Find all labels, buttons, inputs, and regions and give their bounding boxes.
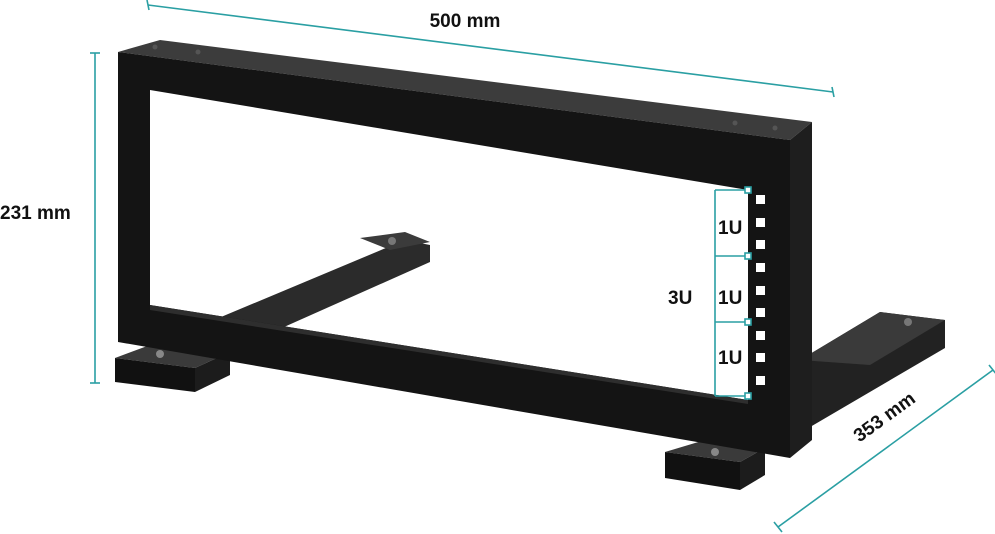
width-label: 500 mm — [430, 11, 501, 32]
depth-dimension-line — [777, 369, 994, 528]
total-units-label: 3U — [668, 288, 692, 309]
unit-bracket — [714, 186, 752, 400]
unit-label: 1U — [718, 218, 742, 239]
front-frame — [118, 40, 812, 458]
height-label: 231 mm — [0, 203, 71, 224]
unit-label: 1U — [718, 348, 742, 369]
width-dimension-line — [147, 4, 834, 93]
unit-label: 1U — [718, 288, 742, 309]
dimension-lines — [90, 0, 995, 533]
right-rear-arm — [800, 312, 945, 430]
mounting-holes — [756, 195, 765, 385]
